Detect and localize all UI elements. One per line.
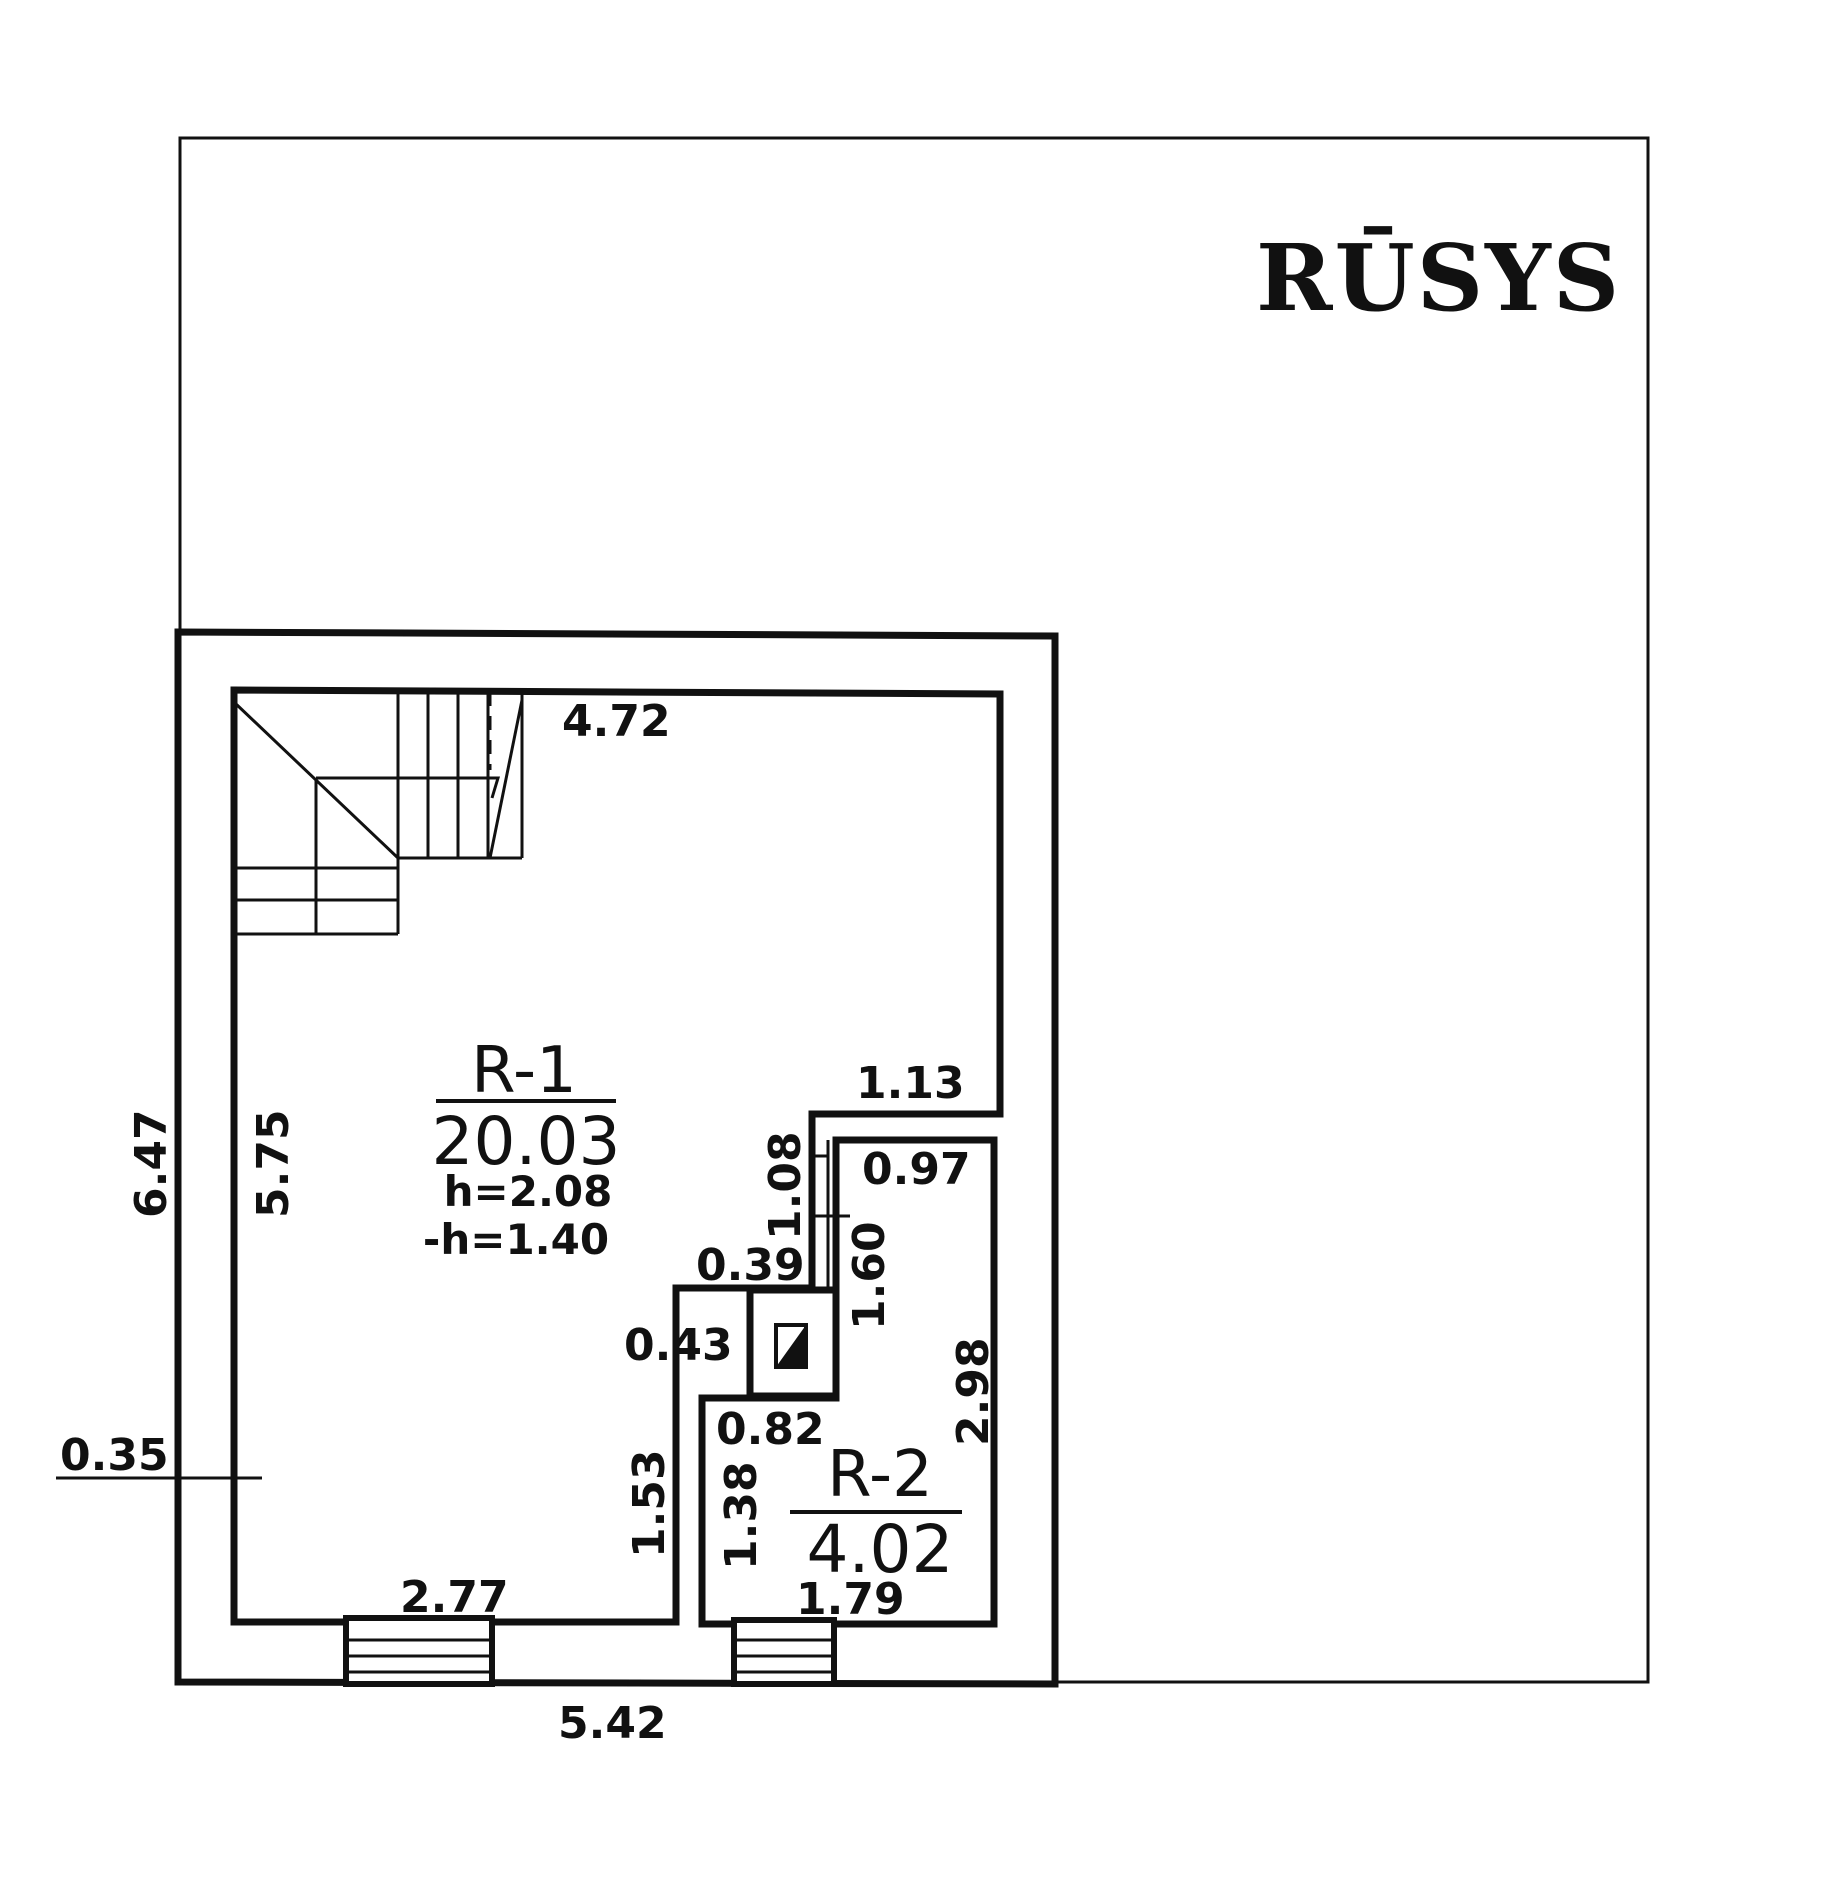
building-outer-wall (174, 628, 1059, 1688)
dim-wall: 0.35 (60, 1430, 169, 1481)
room-r1-area: 20.03 (432, 1103, 621, 1180)
door-r2 (731, 1617, 837, 1687)
dim-r1-lower-right: 1.53 (624, 1449, 675, 1558)
room-r1-id: R-1 (471, 1034, 577, 1108)
staircase (234, 692, 524, 936)
dim-r2-mid: 0.82 (716, 1404, 825, 1455)
dim-r1-step-top: 1.13 (856, 1058, 965, 1109)
dim-outer-height: 6.47 (126, 1109, 177, 1218)
room-r1-height: h=2.08 (444, 1167, 613, 1216)
dim-r2-bottom: 1.79 (796, 1574, 905, 1625)
chimney (746, 1286, 840, 1400)
dim-r1-left: 5.75 (248, 1109, 299, 1218)
basement-title: RŪSYS (1256, 224, 1621, 332)
dim-r1-top: 4.72 (562, 696, 671, 747)
dim-r2-upper-left: 1.60 (844, 1221, 895, 1330)
dim-r1-chimney-w1: 0.39 (696, 1240, 805, 1291)
room-r2-area: 4.02 (807, 1511, 954, 1588)
dim-outer-width: 5.42 (558, 1698, 667, 1749)
chimney-symbol-fill (776, 1325, 806, 1367)
dim-r1-bottom: 2.77 (400, 1572, 509, 1623)
dim-r1-chimney-w2: 0.43 (624, 1320, 733, 1371)
room-r2-id: R-2 (827, 1438, 933, 1512)
door-r1 (343, 1615, 495, 1687)
room-r1-height-2: -h=1.40 (423, 1215, 609, 1264)
dim-r2-top: 0.97 (862, 1144, 971, 1195)
dim-r2-lower-left: 1.38 (716, 1461, 767, 1570)
dim-r1-step-v: 1.08 (760, 1131, 811, 1240)
dim-r2-right: 2.98 (948, 1337, 999, 1446)
